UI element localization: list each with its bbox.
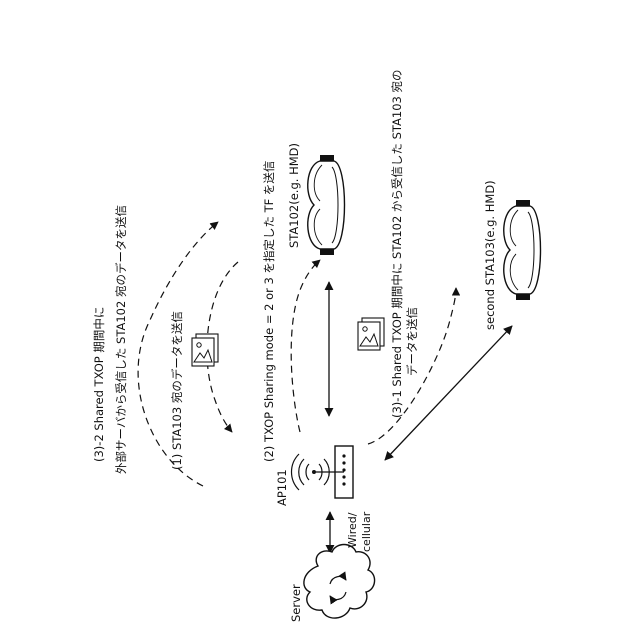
image-document-icon xyxy=(358,318,384,350)
arrow-step2 xyxy=(291,260,320,432)
label-link-cellular: cellular xyxy=(360,511,373,552)
label-link-wired: Wired/ xyxy=(346,512,359,548)
label-step3-1-line1: (3)-1 Shared TXOP 期間中に STA102 から受信した STA… xyxy=(390,70,404,418)
access-point-icon xyxy=(292,446,354,498)
hmd-goggles-icon xyxy=(308,155,345,255)
label-step1: (1) STA103 宛のデータを送信 xyxy=(170,311,184,470)
label-step3-2-line2: 外部サーバから受信した STA102 宛のデータを送信 xyxy=(114,205,128,474)
hmd-goggles-icon xyxy=(504,200,541,300)
cloud-server-icon xyxy=(304,545,375,619)
label-sta102: STA102(e.g. HMD) xyxy=(287,143,301,248)
label-ap: AP101 xyxy=(275,469,289,506)
label-sta103: second STA103(e.g. HMD) xyxy=(483,180,497,330)
image-document-icon xyxy=(192,334,218,366)
label-server: Server xyxy=(289,584,303,622)
label-step3-1-line2: データを送信 xyxy=(405,307,419,376)
label-step3-2-line1: (3)-2 Shared TXOP 期間中に xyxy=(92,307,106,462)
label-step2: (2) TXOP Sharing mode = 2 or 3 を指定した TF … xyxy=(262,161,276,462)
